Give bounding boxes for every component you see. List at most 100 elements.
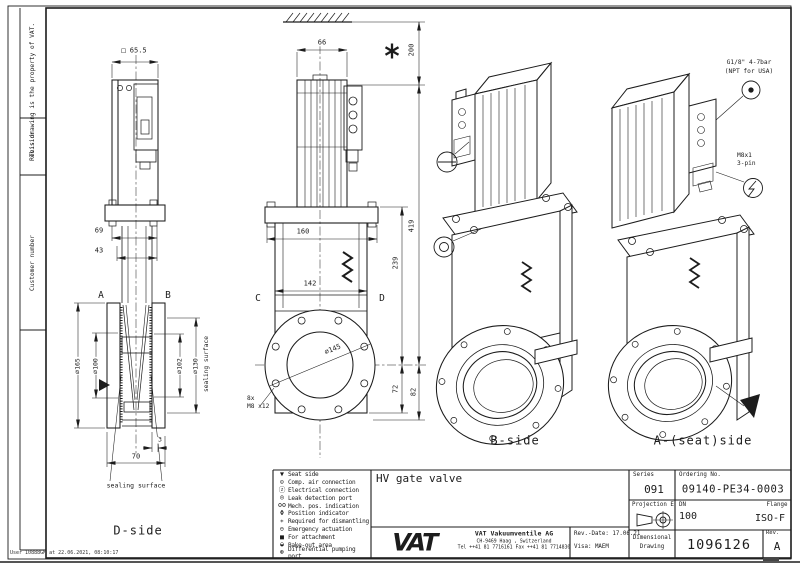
projection-symbol xyxy=(636,511,673,529)
dim-142: 142 xyxy=(302,279,318,288)
label-c: C xyxy=(255,293,261,305)
dim-43: 43 xyxy=(93,246,105,255)
view-label-a-side: A-(seat)side xyxy=(653,433,753,448)
view-b-side-art xyxy=(433,61,578,445)
electrical-note-1: M8x1 xyxy=(737,152,752,159)
flange-disc xyxy=(607,325,733,441)
dim-70: 70 xyxy=(130,452,142,461)
dim-3: 3 xyxy=(157,435,163,444)
label-b: B xyxy=(165,290,171,302)
seat-side-marker xyxy=(715,385,760,418)
drawing-title: HV gate valve xyxy=(376,472,463,485)
bake-out-area-icon: ◒ xyxy=(280,540,284,549)
mech-pos-indication-icon: ʘʘ xyxy=(278,501,286,510)
label-a: A xyxy=(98,290,104,302)
dim-square-65-5: □ 65.5 xyxy=(120,46,148,55)
legend-item: ■For attachment xyxy=(276,532,369,542)
dim-dia130: ∅130 xyxy=(191,357,200,375)
leak-detection-port-icon: ◎ xyxy=(280,493,284,502)
rev-label: Rev. xyxy=(766,530,780,536)
view-a-side-art xyxy=(607,72,763,441)
air-connection-note-2: (NPT for USA) xyxy=(724,67,774,75)
callout-comp-air xyxy=(715,80,761,121)
ceiling-hatch xyxy=(283,12,352,23)
legend-item: ⊖Emergency actuation xyxy=(276,524,369,534)
dim-160: 160 xyxy=(295,227,311,236)
vat-logo: VAT xyxy=(389,528,440,557)
seat-side-triangle-icon: ▼ xyxy=(280,470,284,478)
dim-dia102: ∅102 xyxy=(175,357,184,375)
dim-dia165: ∅165 xyxy=(73,357,82,375)
bolt-note-count: 8x xyxy=(247,395,255,402)
label-d: D xyxy=(379,293,385,305)
title-block-lines xyxy=(272,469,791,558)
view-label-b-side: B-side xyxy=(490,433,540,448)
callout-electrical xyxy=(715,171,763,198)
dn-value: 100 xyxy=(679,511,698,522)
dim-66: 66 xyxy=(316,38,328,47)
vat-body-logo xyxy=(688,257,701,289)
plot-info: User 10888GM at 22.06.2021, 08:10:17 xyxy=(10,550,119,556)
dim-dia100: ∅100 xyxy=(91,357,100,375)
dim-69: 69 xyxy=(93,226,105,235)
dim-82: 82 xyxy=(409,386,418,398)
dim-419: 419 xyxy=(407,218,416,234)
electrical-connection-icon: ⓩ xyxy=(278,485,286,494)
electrical-note-2: 3-pin xyxy=(737,160,756,167)
legend-item: ⊙Comp. air connection xyxy=(276,477,369,487)
legend-item: ⊛Differential pumping port xyxy=(276,546,369,560)
stamp-mark xyxy=(763,558,779,561)
legend-item: ▼Seat side xyxy=(276,470,369,479)
company-address: CH-9469 Haag , Switzerland xyxy=(476,539,552,545)
customer-number-label: Customer number xyxy=(28,235,36,291)
air-connection-note-1: G1/8" 4-7bar xyxy=(726,58,772,66)
comp-air-connection-icon: ⊙ xyxy=(280,477,284,486)
view-front-art xyxy=(255,12,426,458)
series-label: Series xyxy=(633,472,654,478)
dim-239: 239 xyxy=(391,255,400,271)
emergency-actuation-icon: ⊖ xyxy=(280,524,284,533)
drawing-number: 1096126 xyxy=(687,536,751,553)
dim-200: 200 xyxy=(407,42,416,58)
flange-label: Flange xyxy=(766,501,788,508)
series-value: 091 xyxy=(644,483,664,497)
projection-label: Projection E xyxy=(632,502,674,508)
dim-72: 72 xyxy=(391,383,400,395)
flange-value: ISO-F xyxy=(754,512,786,524)
vat-body-logo xyxy=(520,261,533,293)
for-attachment-icon: ■ xyxy=(280,532,284,541)
legend-item: ∗Required for dismantling xyxy=(276,516,369,526)
company-name: VAT Vakuumventile AG xyxy=(474,529,554,538)
bolt-holes xyxy=(271,316,369,414)
differential-pumping-port-icon: ⊛ xyxy=(280,548,284,557)
dismantle-asterisk-icon xyxy=(384,43,400,59)
drawing-type-label-2: Drawing xyxy=(639,543,665,550)
sheet-frame xyxy=(0,5,800,563)
ordering-no-value: 09140-PE34-0003 xyxy=(681,483,785,496)
callout-emergency-actuation xyxy=(436,141,470,173)
ordering-no-label: Ordering No. xyxy=(679,472,721,478)
position-indicator-icon: Φ xyxy=(280,509,284,518)
company-phone: Tel ++41 81 7716161 Fax ++41 81 7714830 xyxy=(457,545,571,551)
rev-value: A xyxy=(773,540,781,554)
vat-body-logo xyxy=(341,251,354,283)
drawing-type-label-1: Dimensional xyxy=(632,534,672,541)
visa: Visa: MAEM xyxy=(574,544,609,550)
callout-leak-detection xyxy=(433,228,482,258)
legend-item: ◒Bake-out area xyxy=(276,541,369,549)
legend-item: ◎Leak detection port xyxy=(276,494,369,502)
sealing-surface-bottom: sealing surface xyxy=(105,481,167,490)
view-label-d-side: D-side xyxy=(113,523,163,538)
dn-label: DN xyxy=(679,502,686,508)
sealing-surface-right: sealing surface xyxy=(202,336,210,392)
bolt-note-size: M8 x12 xyxy=(247,403,270,410)
required-for-dismantling-icon: ∗ xyxy=(280,516,284,525)
view-d-side-art xyxy=(74,55,200,482)
seat-side-marker-icon xyxy=(99,379,110,391)
